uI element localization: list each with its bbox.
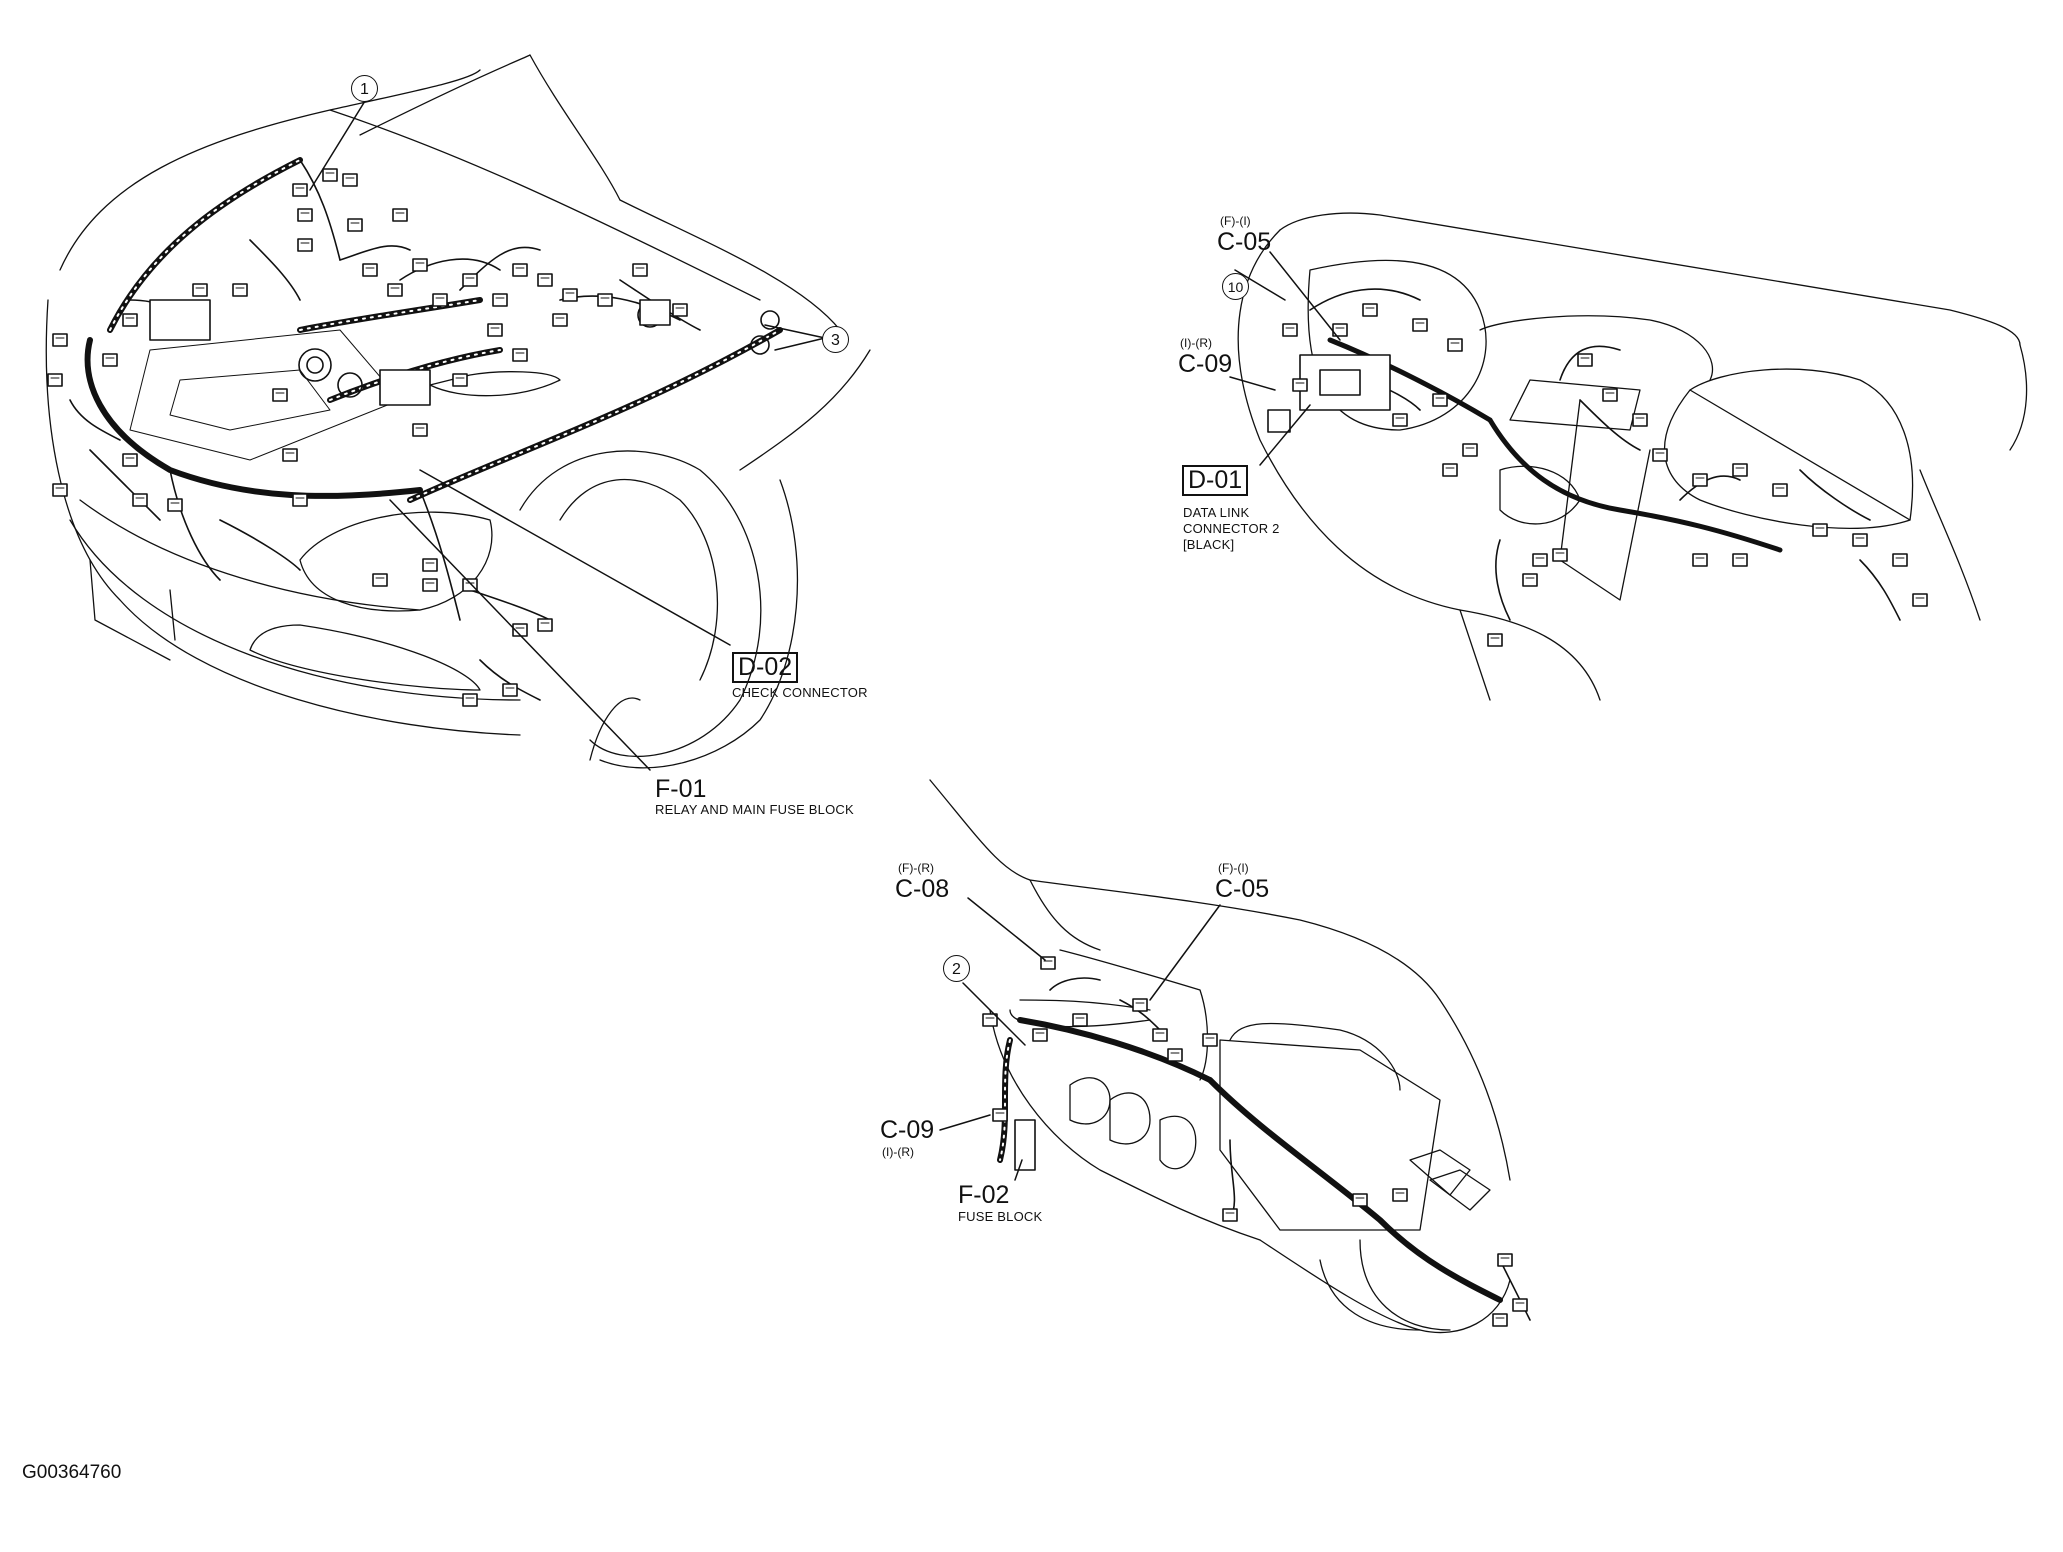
engine-leader-lines (309, 100, 826, 771)
footwell-harness (997, 1017, 1503, 1303)
d01-name-line2: CONNECTOR 2 (1183, 521, 1280, 536)
f02-name-label: FUSE BLOCK (958, 1209, 1043, 1224)
foot-c09-code-label: C-09 (880, 1116, 935, 1144)
callout-3: 3 (822, 326, 849, 353)
footwell-view (929, 779, 1531, 1334)
dash-c09-sub-label: (I)-(R) (1180, 336, 1212, 350)
engine-bay-view (45, 54, 871, 771)
foot-c05-code-label: C-05 (1215, 875, 1270, 903)
dashboard-leader-lines (1229, 251, 1341, 466)
dash-c05-sub-label: (F)-(I) (1220, 214, 1251, 228)
callout-1: 1 (351, 75, 378, 102)
f01-name-label: RELAY AND MAIN FUSE BLOCK (655, 802, 854, 817)
figure-reference-code: G00364760 (22, 1462, 122, 1483)
dashboard-harness (1327, 337, 1783, 553)
callout-10: 10 (1222, 273, 1249, 300)
footwell-leader-lines (939, 897, 1221, 1181)
foot-c09-sub-label: (I)-(R) (882, 1145, 914, 1159)
d01-name-line1: DATA LINK (1183, 505, 1250, 520)
foot-c05-sub-label: (F)-(I) (1218, 861, 1249, 875)
dashboard-view (1229, 212, 2028, 701)
d02-code-label: D-02 (732, 652, 799, 683)
engine-connectors (47, 168, 688, 707)
front-body-outline (45, 54, 871, 769)
d01-name-line3: [BLACK] (1183, 537, 1235, 552)
d01-code-label: D-01 (1182, 465, 1249, 496)
engine-branch-wires (69, 159, 701, 701)
callout-2: 2 (943, 955, 970, 982)
foot-c08-code-label: C-08 (895, 875, 950, 903)
dash-c05-code-label: C-05 (1217, 228, 1272, 256)
dashboard-outline (1237, 212, 2028, 701)
foot-c08-sub-label: (F)-(R) (898, 861, 934, 875)
f02-code-label: F-02 (958, 1181, 1010, 1209)
footwell-outline (929, 779, 1511, 1334)
f01-code-label: F-01 (655, 775, 707, 803)
d02-name-label: CHECK CONNECTOR (732, 685, 868, 700)
dash-c09-code-label: C-09 (1178, 350, 1233, 378)
